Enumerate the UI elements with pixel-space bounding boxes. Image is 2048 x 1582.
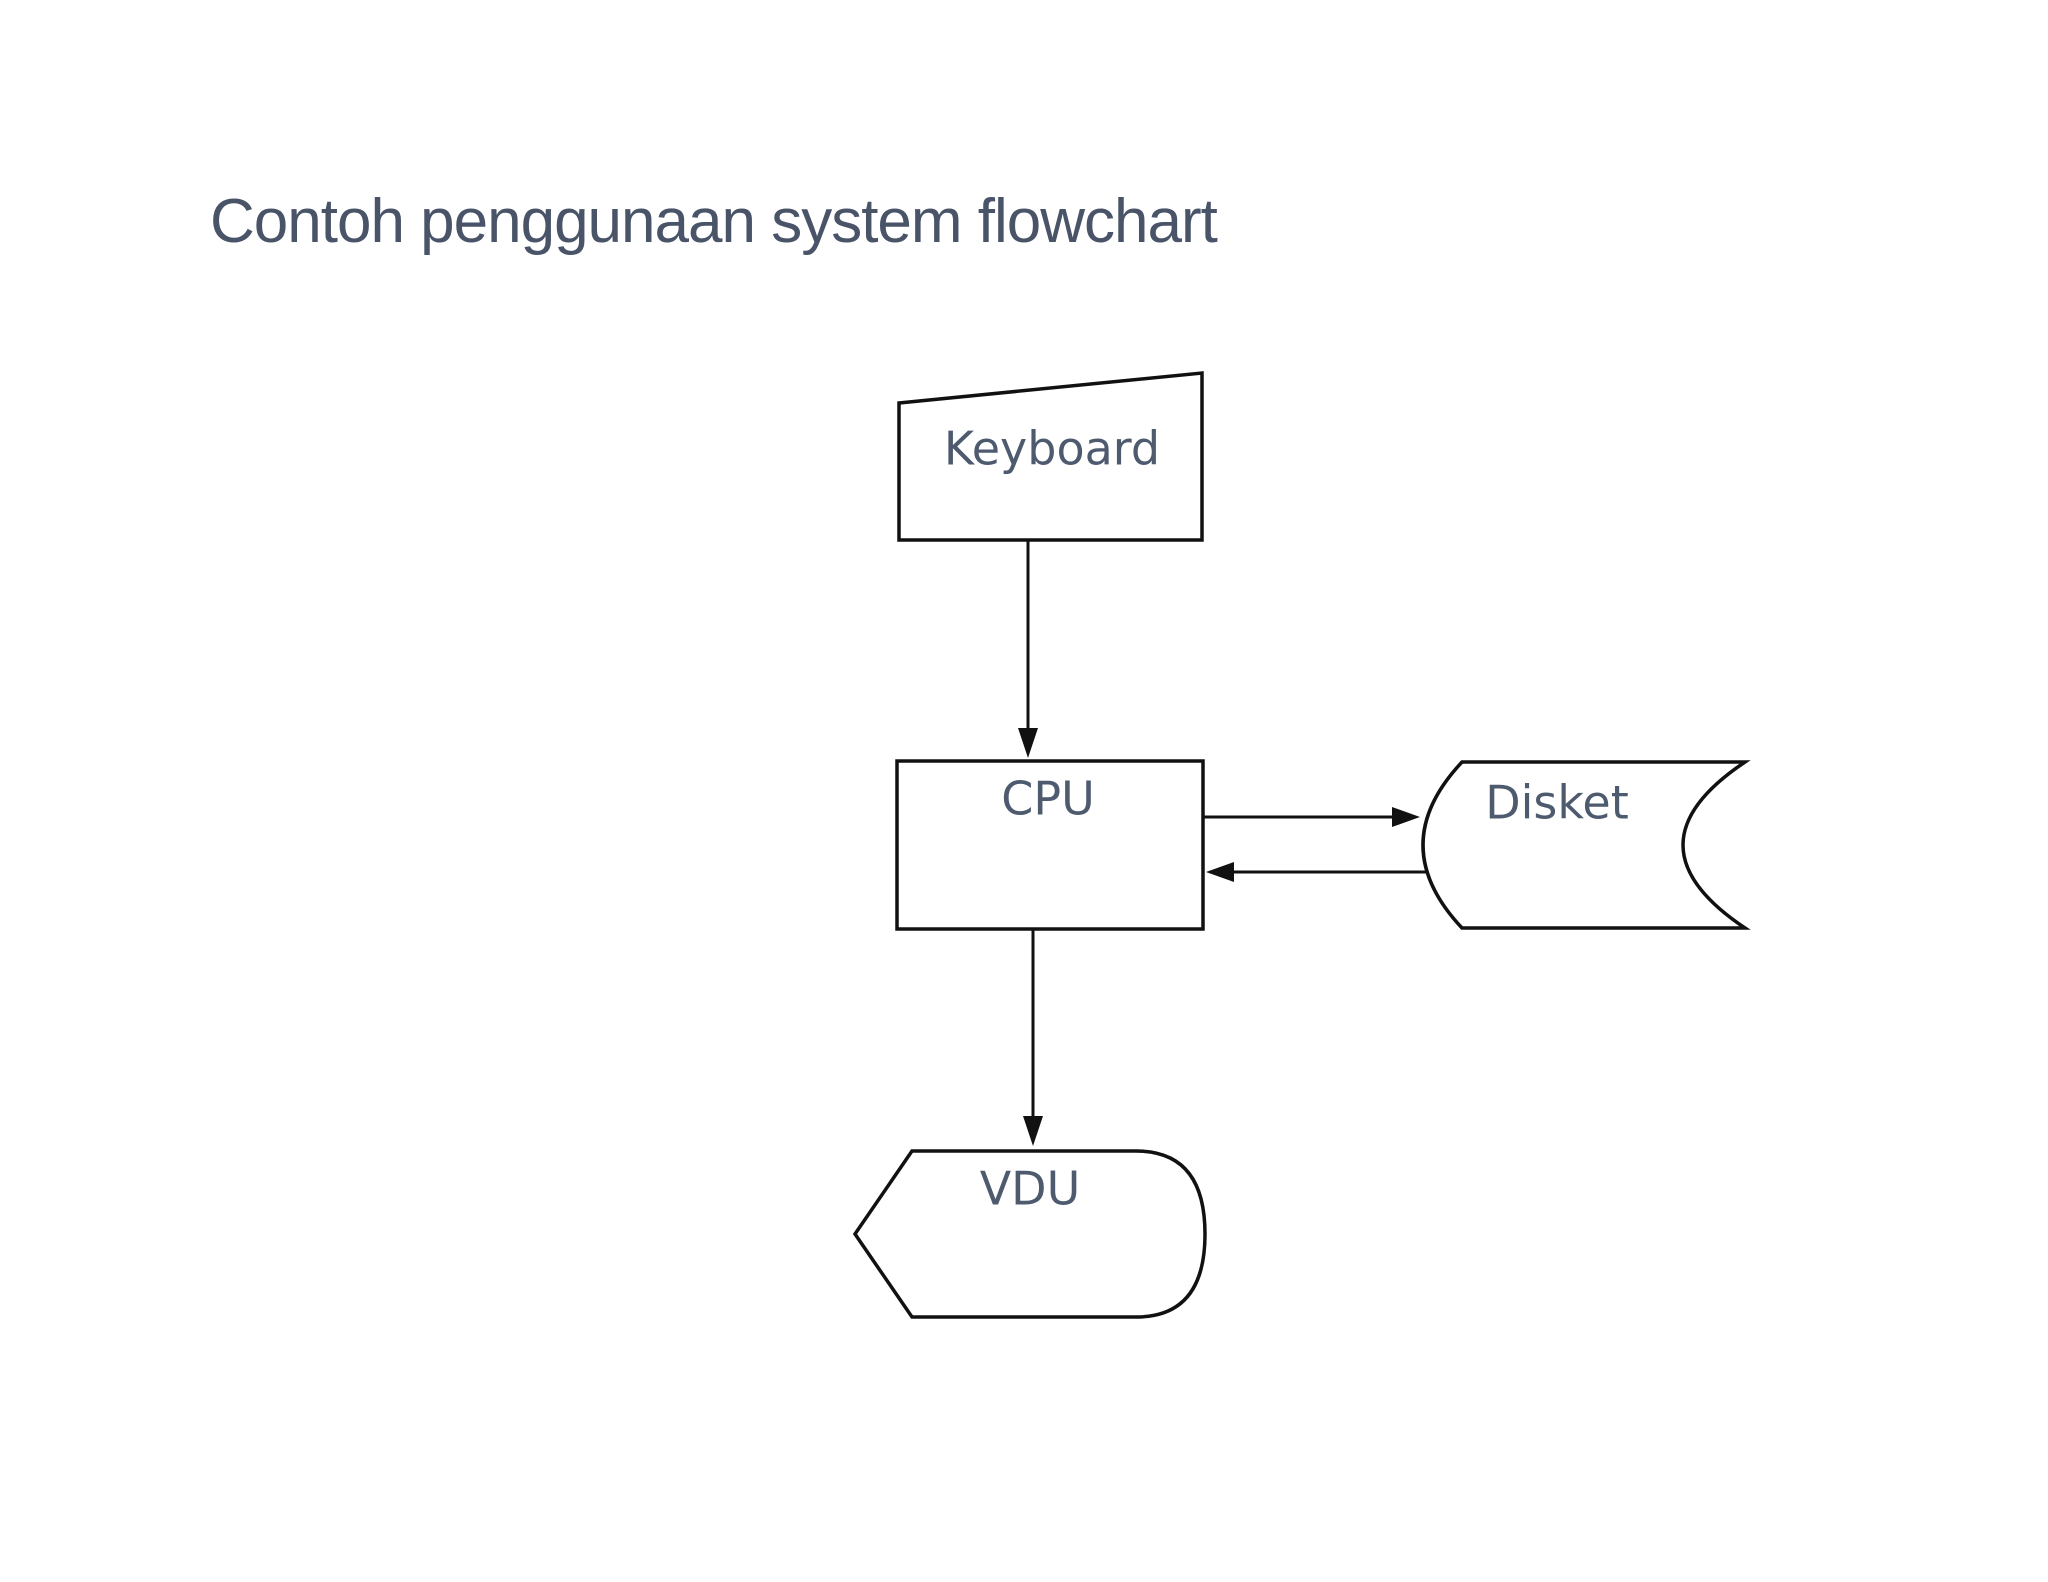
cpu-node-shape (895, 759, 1205, 931)
arrow-keyboard-to-cpu-head (1018, 728, 1038, 758)
arrow-cpu-to-vdu-head (1023, 1116, 1043, 1146)
vdu-node-label: VDU (980, 1162, 1081, 1216)
page-title: Contoh penggunaan system flowchart (210, 187, 1218, 256)
arrow-disket-to-cpu-head (1206, 862, 1234, 882)
keyboard-node-shape (897, 371, 1204, 542)
disket-node-label: Disket (1485, 776, 1629, 830)
arrow-cpu-to-disket-head (1392, 807, 1420, 827)
disket-node-shape (1421, 760, 1751, 930)
keyboard-node-label: Keyboard (944, 422, 1160, 476)
vdu-node-shape (852, 1149, 1207, 1319)
cpu-node-label: CPU (1001, 772, 1095, 826)
